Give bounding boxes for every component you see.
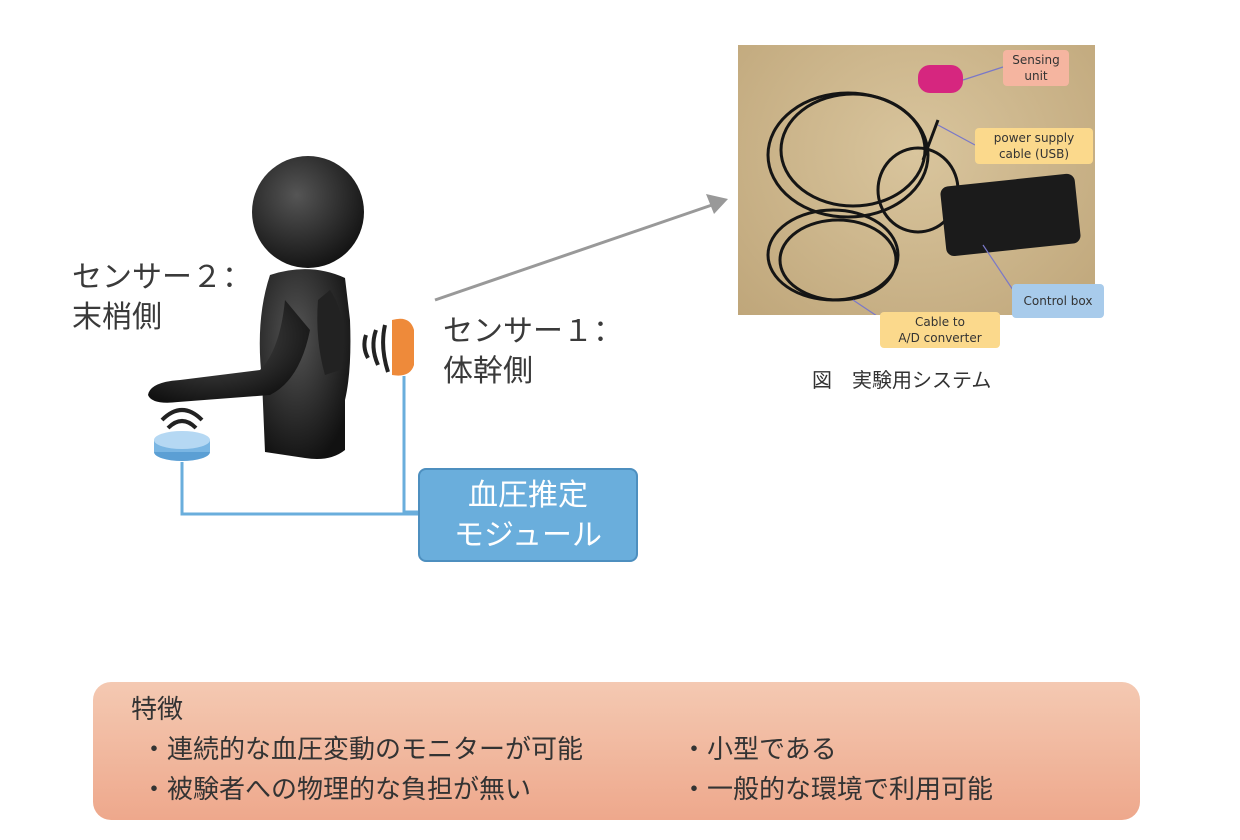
arrow <box>434 194 728 302</box>
figure-caption: 図 実験用システム <box>812 368 992 392</box>
feature-item: ・一般的な環境で利用可能 <box>681 775 994 805</box>
feature-item: ・小型である <box>681 735 837 765</box>
sensor-2-title: センサー２： <box>72 260 252 295</box>
feature-item: ・連続的な血圧変動のモニターが可能 <box>141 735 584 765</box>
sensor-1-device <box>362 318 414 376</box>
module-line-2: モジュール <box>454 518 602 553</box>
sensor-2-label: センサー２： 末梢側 <box>72 258 252 338</box>
module-line-1: 血圧推定 <box>468 478 588 513</box>
feature-item: ・被験者への物理的な負担が無い <box>141 775 532 805</box>
person-figure <box>148 156 364 459</box>
bp-estimation-module: 血圧推定 モジュール <box>418 468 638 562</box>
sensor-1-location: 体幹側 <box>443 354 533 389</box>
sensor-1-label: センサー１： 体幹側 <box>443 312 623 392</box>
connection-lines <box>180 376 418 516</box>
sensor-2-device <box>154 408 210 461</box>
photo-contents <box>766 65 1081 315</box>
sensor-1-title: センサー１： <box>443 314 623 349</box>
features-box: 特徴 ・連続的な血圧変動のモニターが可能 ・小型である ・被験者への物理的な負担が… <box>93 682 1140 820</box>
control-box-label: Control box <box>1012 284 1104 318</box>
sensor-2-location: 末梢側 <box>72 300 162 335</box>
features-title: 特徴 <box>131 695 184 725</box>
